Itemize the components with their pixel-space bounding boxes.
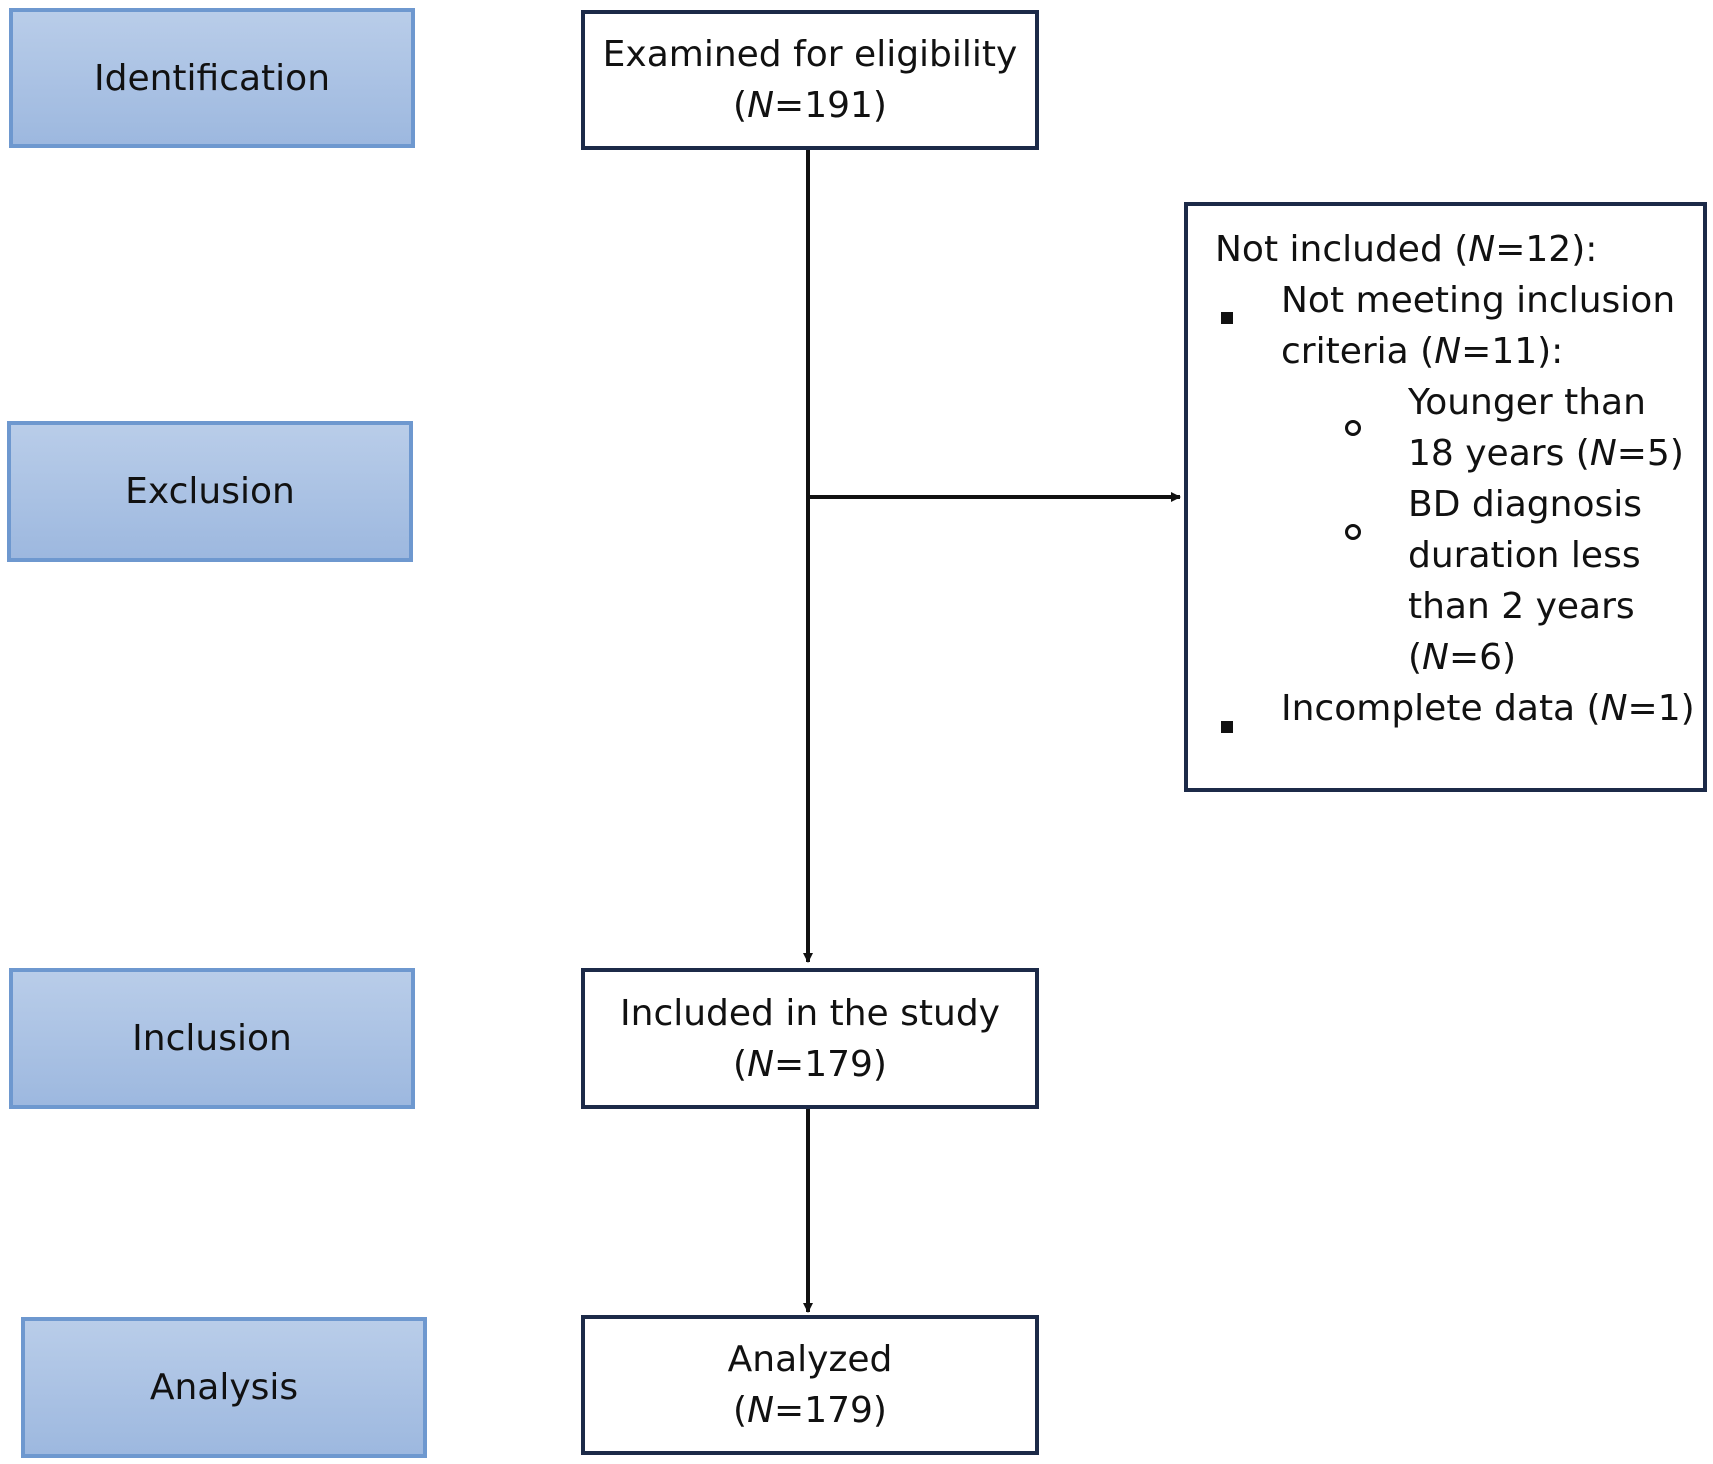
exclusion-sub-duration-line4: (N=6) (1408, 637, 1517, 678)
exclusion-sub-age-line1: Younger than (1408, 382, 1646, 423)
square-bullet-icon (1221, 312, 1233, 324)
included-box: Included in the study (N=179) (581, 968, 1039, 1109)
examined-count: (N=191) (733, 85, 887, 126)
examined-box: Examined for eligibility (N=191) (581, 10, 1039, 150)
examined-label: Examined for eligibility (602, 34, 1018, 75)
square-bullet-icon (1221, 721, 1233, 733)
analyzed-count: (N=179) (733, 1390, 887, 1431)
exclusion-item-criteria-line1: Not meeting inclusion (1281, 280, 1676, 321)
stage-inclusion: Inclusion (9, 968, 415, 1109)
exclusion-box: Not included (N=12): Not meeting inclusi… (1184, 202, 1707, 792)
exclusion-item-criteria-line2: criteria (N=11): (1281, 331, 1564, 372)
exclusion-sub-duration-line3: than 2 years (1408, 586, 1635, 627)
stage-analysis: Analysis (21, 1317, 427, 1458)
circle-bullet-icon (1345, 524, 1361, 540)
stage-analysis-label: Analysis (149, 1367, 299, 1408)
included-count: (N=179) (733, 1043, 887, 1085)
exclusion-sub-duration-line1: BD diagnosis (1408, 484, 1642, 525)
analyzed-label: Analyzed (727, 1339, 893, 1380)
exclusion-sub-age-line2: 18 years (N=5) (1408, 433, 1684, 474)
stage-exclusion: Exclusion (7, 421, 413, 562)
exclusion-heading: Not included (N=12): (1215, 229, 1598, 270)
circle-bullet-icon (1345, 420, 1361, 436)
stage-identification-label: Identification (93, 57, 331, 99)
included-label: Included in the study (620, 992, 1000, 1034)
stage-exclusion-label: Exclusion (125, 471, 295, 512)
exclusion-item-incomplete: Incomplete data (N=1) (1281, 688, 1695, 729)
stage-inclusion-label: Inclusion (132, 1018, 292, 1059)
stage-identification: Identification (9, 8, 415, 148)
exclusion-sub-duration-line2: duration less (1408, 535, 1641, 576)
analyzed-box: Analyzed (N=179) (581, 1315, 1039, 1455)
